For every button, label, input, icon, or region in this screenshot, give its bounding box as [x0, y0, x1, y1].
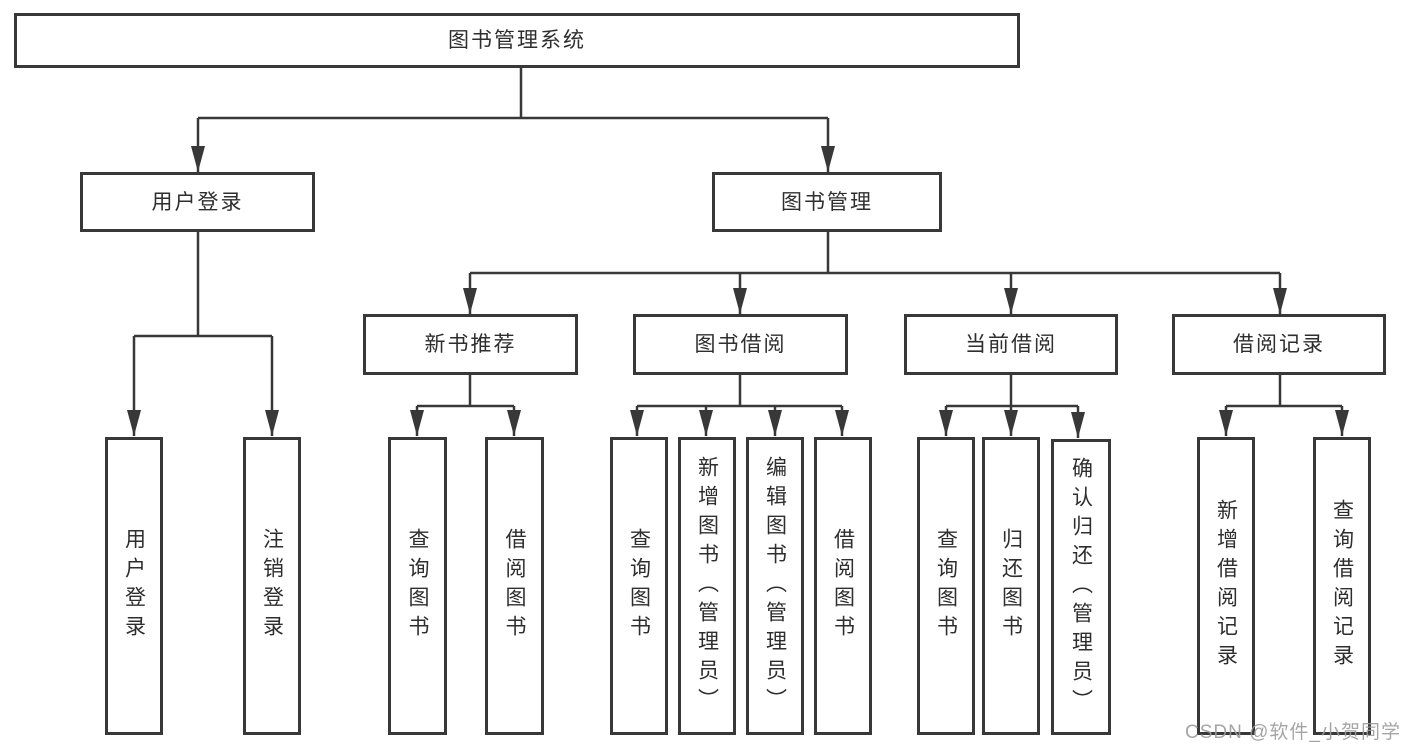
node-label: 用户登录: [151, 190, 244, 214]
node-book-management: 图书管理: [712, 172, 942, 232]
node-label: 当前借阅: [965, 333, 1057, 356]
leaf-record-query-borrow-record: 查询借阅记录: [1313, 437, 1371, 735]
leaf-borrow-borrow-books: 借阅图书: [814, 437, 872, 735]
node-label: 图书管理: [781, 190, 873, 214]
node-current-borrow: 当前借阅: [904, 314, 1118, 375]
connector-userlogin-joint: [134, 232, 272, 338]
connector-record-joint: [1226, 375, 1342, 408]
leaf-current-return-books: 归还图书: [982, 437, 1040, 735]
csdn-watermark: CSDN @软件_小贺同学: [1185, 722, 1401, 743]
node-borrow-record: 借阅记录: [1172, 314, 1386, 375]
node-label: 新增图书（管理员）: [695, 455, 719, 717]
node-label: 借阅图书: [503, 528, 526, 644]
node-label: 新书推荐: [424, 333, 517, 356]
node-label: 新增借阅记录: [1214, 499, 1238, 673]
node-label: 借阅图书: [831, 528, 855, 644]
leaf-record-add-borrow-record: 新增借阅记录: [1197, 437, 1255, 735]
node-label: 查询图书: [406, 528, 429, 644]
node-label: 编辑图书（管理员）: [763, 455, 787, 717]
node-label: 注销登录: [260, 528, 284, 644]
connector-current-joint: [946, 375, 1078, 408]
node-label: 图书借阅: [694, 333, 787, 356]
connector-newbook-joint: [417, 375, 514, 408]
node-label: 查询借阅记录: [1330, 499, 1354, 673]
leaf-newbook-query-books: 查询图书: [388, 437, 447, 735]
leaf-borrow-query-books: 查询图书: [610, 437, 668, 735]
leaf-borrow-add-books-admin: 新增图书（管理员）: [678, 437, 736, 735]
node-label: 借阅记录: [1233, 333, 1325, 356]
node-label: 归还图书: [999, 528, 1023, 644]
node-label: 查询图书: [934, 528, 958, 644]
node-label: 用户登录: [122, 528, 146, 644]
node-label: 图书管理系统: [448, 29, 586, 52]
leaf-current-confirm-return-admin: 确认归还（管理员）: [1051, 439, 1111, 735]
node-label: 查询图书: [627, 528, 651, 644]
leaf-user-login: 用户登录: [105, 437, 163, 735]
node-label: 确认归还（管理员）: [1069, 456, 1093, 718]
node-new-book-recommend: 新书推荐: [363, 314, 578, 375]
leaf-current-query-books: 查询图书: [917, 437, 975, 735]
connector-root-joint: [198, 68, 828, 120]
node-book-borrow: 图书借阅: [633, 314, 848, 375]
leaf-logout: 注销登录: [243, 437, 301, 735]
connector-borrow-joint: [637, 375, 842, 408]
leaf-newbook-borrow-books: 借阅图书: [485, 437, 544, 735]
node-user-login: 用户登录: [80, 172, 315, 232]
connector-bookmgmt-joint: [470, 232, 1280, 275]
leaf-borrow-edit-books-admin: 编辑图书（管理员）: [746, 437, 804, 735]
node-library-management-system: 图书管理系统: [14, 13, 1020, 68]
